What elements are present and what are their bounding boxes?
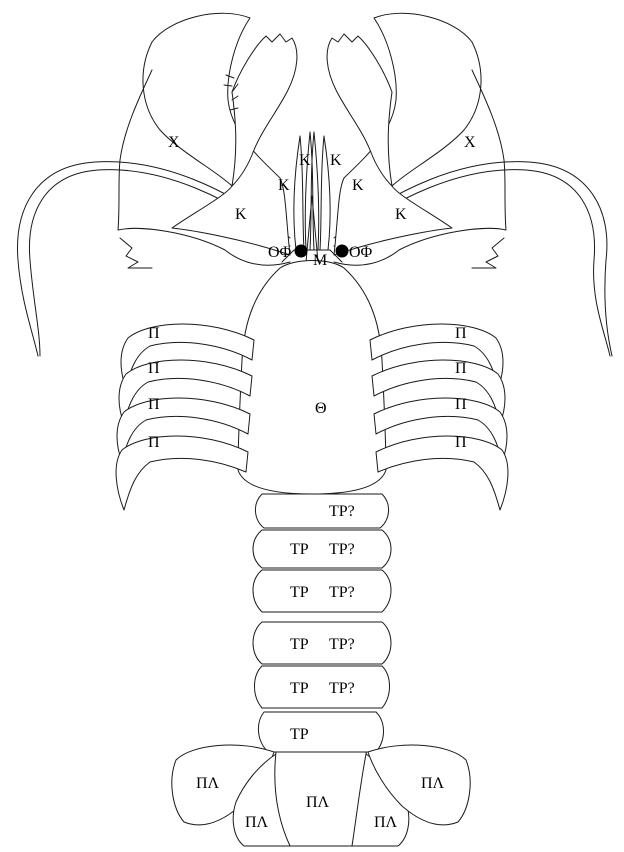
right-leg-4 — [376, 436, 508, 510]
eye-label-left: ΟΦ — [268, 244, 292, 261]
leg-label-left-3: Π — [148, 396, 160, 413]
leg-label-left-2: Π — [148, 360, 160, 377]
antenna-label-2: K — [330, 152, 342, 169]
tail-segment-4 — [253, 622, 391, 664]
left-leg-4 — [116, 436, 248, 510]
carapace — [238, 261, 386, 495]
tail-fan-label-center: ΠΛ — [306, 794, 330, 811]
right-antennule-outer — [320, 136, 330, 250]
tail-segment-5 — [255, 666, 390, 708]
leg-label-right-1: Π — [455, 325, 467, 342]
mouth-label: Μ — [313, 252, 327, 269]
tail-segment-3 — [253, 570, 391, 612]
tail-label-6: TP — [290, 726, 309, 743]
tail-label-5: TP — [290, 680, 309, 697]
tail-fan-label-outer-left: ΠΛ — [196, 775, 220, 792]
antenna-label-3: K — [278, 177, 290, 194]
antenna-label-6: K — [395, 206, 407, 223]
claw-label-left: X — [168, 134, 180, 151]
tail-label-alt-2: TP? — [329, 541, 355, 558]
tail-label-2: TP — [290, 541, 309, 558]
tail-label-alt-1: TP? — [329, 503, 355, 520]
tail-label-4: TP — [290, 636, 309, 653]
tail-fan-label-outer-right: ΠΛ — [421, 775, 445, 792]
leg-label-left-4: Π — [148, 434, 160, 451]
tail-segment-6 — [258, 712, 383, 752]
claw-label-right: X — [464, 134, 476, 151]
leg-label-left-1: Π — [148, 325, 160, 342]
left-claw-jagged — [120, 238, 152, 268]
tail-label-alt-3: TP? — [329, 584, 355, 601]
right-eye-dot — [336, 245, 349, 258]
antenna-label-4: K — [352, 177, 364, 194]
tail-label-3: TP — [290, 584, 309, 601]
antenna-label-5: K — [235, 206, 247, 223]
leg-label-right-3: Π — [455, 396, 467, 413]
tail-segment-2 — [253, 530, 391, 568]
tail-fan-label-inner-left: ΠΛ — [245, 814, 269, 831]
right-claw-jagged — [472, 238, 504, 268]
tail-fan-label-inner-right: ΠΛ — [374, 814, 398, 831]
tail-label-alt-5: TP? — [329, 680, 355, 697]
eye-label-right: ΟΦ — [349, 244, 373, 261]
tail-label-alt-4: TP? — [329, 636, 355, 653]
tail-segment-1 — [255, 494, 388, 528]
thorax-label: Θ — [315, 400, 327, 417]
antenna-label-1: K — [299, 152, 311, 169]
left-eye-dot — [295, 245, 308, 258]
leg-label-right-4: Π — [455, 434, 467, 451]
leg-label-right-2: Π — [455, 360, 467, 377]
